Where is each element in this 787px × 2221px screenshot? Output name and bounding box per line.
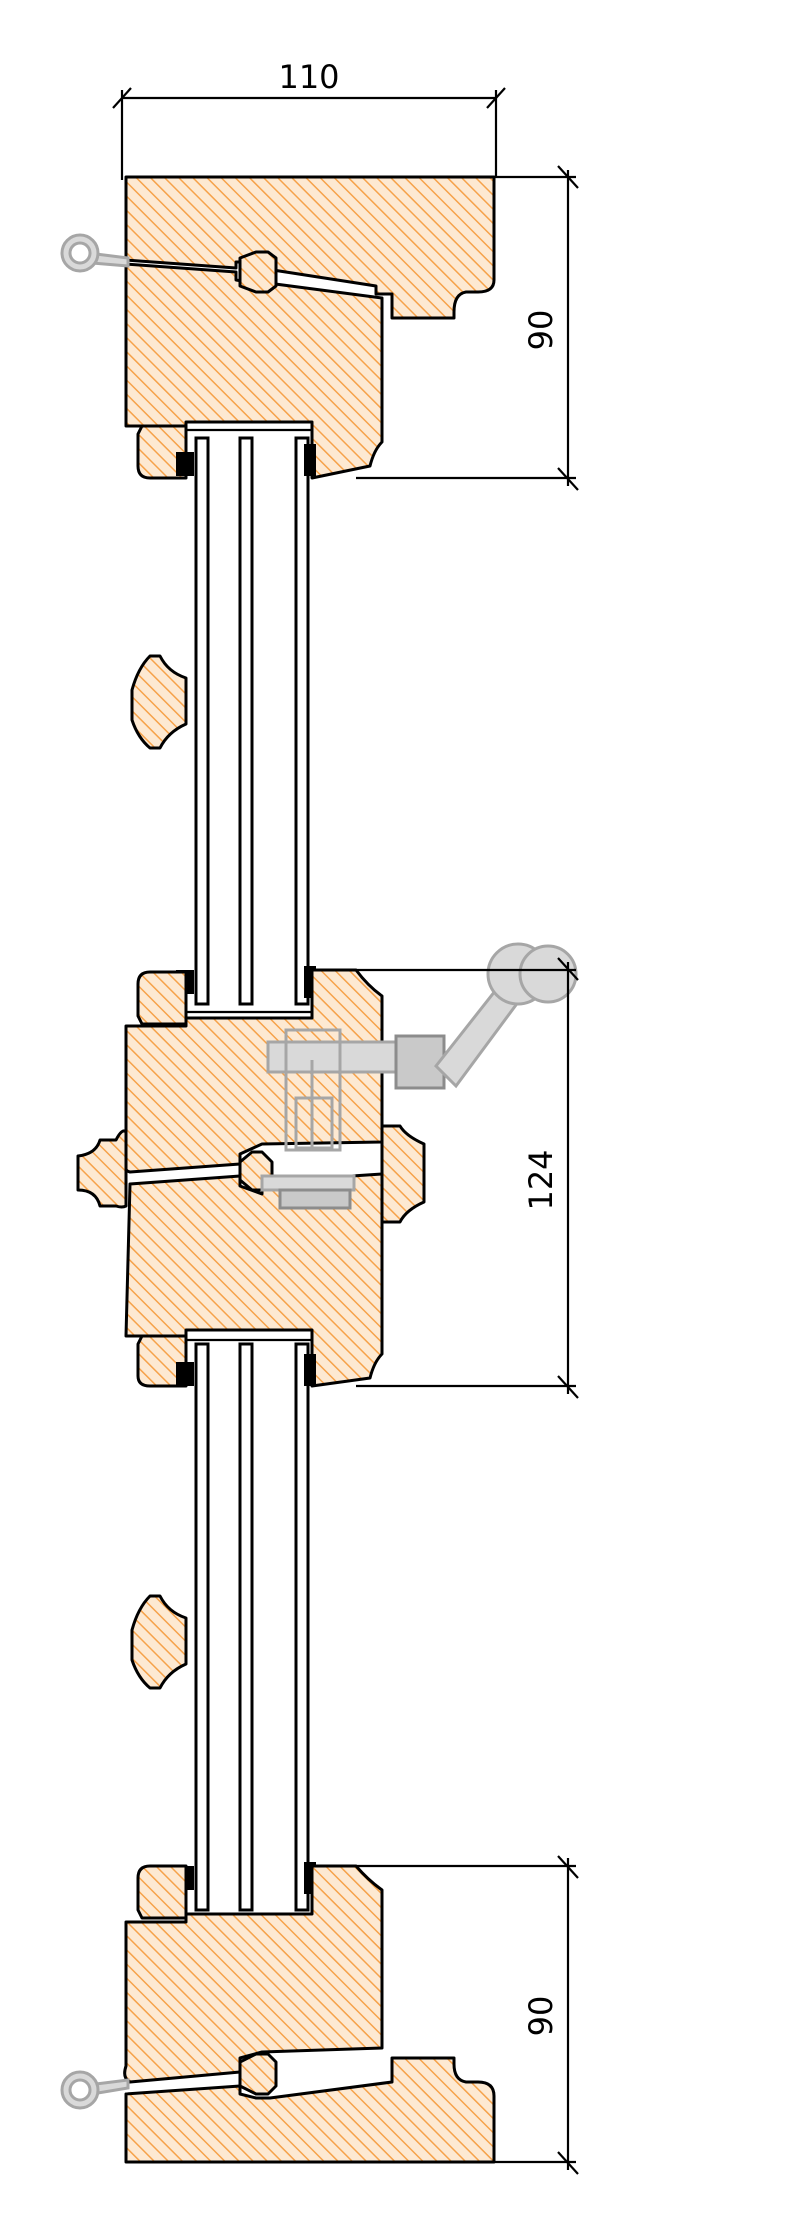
dimension-top-sash: 90: [356, 165, 579, 491]
dimension-top-sash-label: 90: [522, 310, 560, 351]
lower-glass-unit: [176, 1338, 316, 1920]
top-handle: [60, 233, 130, 273]
top-frame-head: [124, 175, 496, 320]
middle-glazing-bead-left: [136, 970, 188, 1026]
dimension-middle: 124: [356, 957, 579, 1399]
middle-right-bead: [380, 1124, 426, 1224]
dimension-top-width-label: 110: [278, 58, 339, 96]
dimension-bottom-sash: 90: [356, 1855, 579, 2175]
top-glass-unit: [176, 428, 316, 1014]
middle-lock-case: [260, 1028, 356, 1210]
bottom-glazing-bead-left: [136, 1864, 188, 1920]
bottom-frame-sill: [124, 2056, 496, 2164]
dimension-top-width: 110: [112, 58, 506, 180]
top-hinge-knuckle: [238, 250, 278, 294]
bottom-hinge-knuckle: [238, 2052, 278, 2096]
dimension-bottom-sash-label: 90: [522, 1996, 560, 2037]
middle-left-bead: [76, 1129, 128, 1209]
bottom-handle: [60, 2070, 130, 2110]
lower-decorative-bar: [130, 1594, 188, 1690]
top-decorative-bar: [130, 654, 188, 750]
top-glazing-bead-left: [136, 424, 188, 480]
middle-handle: [266, 942, 578, 1090]
dimension-middle-label: 124: [522, 1149, 560, 1210]
middle-lower-glazing-bead: [136, 1334, 188, 1388]
